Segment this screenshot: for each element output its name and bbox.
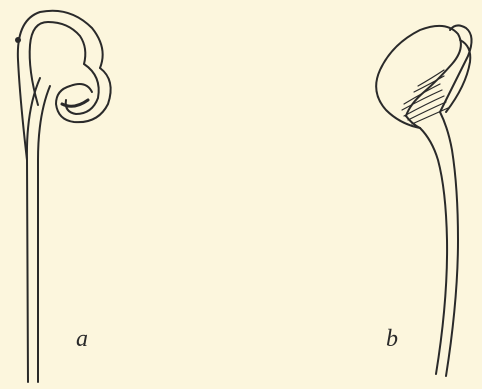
stem-b-left <box>420 128 447 374</box>
hook-a-inner <box>30 22 86 105</box>
stem-b-right <box>440 112 458 376</box>
figure-label-a: a <box>76 327 88 351</box>
stem-a-right <box>38 86 50 382</box>
seedling-a <box>15 11 111 382</box>
seed-mark-a <box>15 37 21 43</box>
hook-a-outer <box>18 11 103 160</box>
cotyledon-b-left-outer <box>376 26 461 128</box>
seedling-b <box>376 25 471 376</box>
cotyledon-a-fold <box>70 84 92 92</box>
figure-label-b: b <box>386 327 398 351</box>
